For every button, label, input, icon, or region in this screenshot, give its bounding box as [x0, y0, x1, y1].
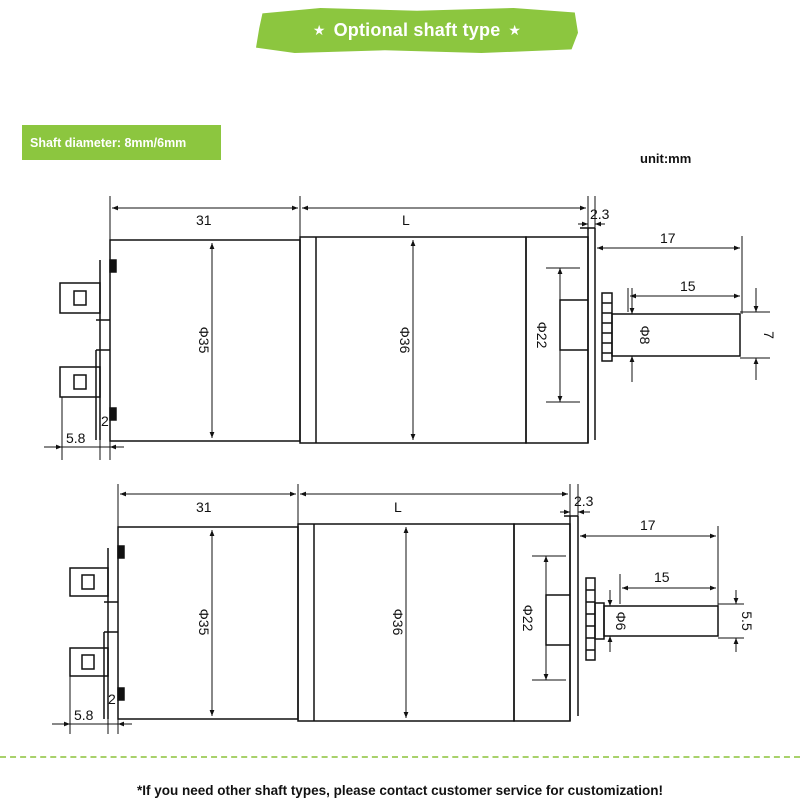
title-banner: ★ Optional shaft type ★ — [256, 8, 578, 53]
terminal-bottom — [59, 366, 101, 398]
dim-rear-length: 31 — [196, 212, 212, 228]
dim-shaft-diameter: Φ8 — [637, 326, 653, 345]
banner-title: Optional shaft type — [333, 20, 501, 40]
star-icon: ★ — [508, 22, 522, 38]
dim-flat-length: 15 — [654, 569, 670, 585]
motor-drawing-8mm — [44, 196, 770, 460]
dim-rear-length: 31 — [196, 499, 212, 515]
star-icon: ★ — [312, 22, 326, 38]
dim-shaft-total: 17 — [660, 230, 676, 246]
dim-flat-height: 7 — [761, 331, 777, 339]
output-shaft — [611, 313, 741, 357]
terminal-bottom — [69, 647, 109, 677]
dim-body-length: L — [402, 212, 410, 228]
unit-label: unit:mm — [640, 151, 692, 166]
dim-flange-diameter: Φ22 — [534, 322, 550, 349]
motor-2-labels: 31 L 2.3 17 15 5.8 2 Φ35 Φ36 Φ22 Φ6 5.5 — [74, 493, 755, 723]
dim-terminal-offset: 5.8 — [74, 707, 94, 723]
dim-collar: 2.3 — [590, 206, 610, 222]
output-shaft — [603, 605, 719, 637]
dashed-divider — [0, 756, 800, 758]
customization-note: *If you need other shaft types, please c… — [137, 783, 663, 798]
terminal-top — [59, 282, 101, 314]
dim-terminal-gap: 2 — [101, 413, 109, 429]
shaft-diameter-tag: Shaft diameter: 8mm/6mm — [22, 125, 221, 160]
dim-body-length: L — [394, 499, 402, 515]
dim-rear-diameter: Φ35 — [196, 609, 212, 636]
dim-flat-height: 5.5 — [739, 611, 755, 631]
dim-shaft-total: 17 — [640, 517, 656, 533]
dim-terminal-offset: 5.8 — [66, 430, 86, 446]
dim-shaft-diameter: Φ6 — [613, 612, 629, 631]
terminal-top — [69, 567, 109, 597]
dim-terminal-gap: 2 — [108, 691, 116, 707]
dim-rear-diameter: Φ35 — [196, 327, 212, 354]
dim-collar: 2.3 — [574, 493, 594, 509]
motor-1-labels: 31 L 2.3 17 15 5.8 2 Φ35 Φ36 Φ22 Φ8 7 — [66, 206, 777, 446]
dim-body-diameter: Φ36 — [390, 609, 406, 636]
dim-flange-diameter: Φ22 — [520, 605, 536, 632]
dim-flat-length: 15 — [680, 278, 696, 294]
motor-drawing-6mm — [52, 484, 744, 734]
dim-body-diameter: Φ36 — [397, 327, 413, 354]
